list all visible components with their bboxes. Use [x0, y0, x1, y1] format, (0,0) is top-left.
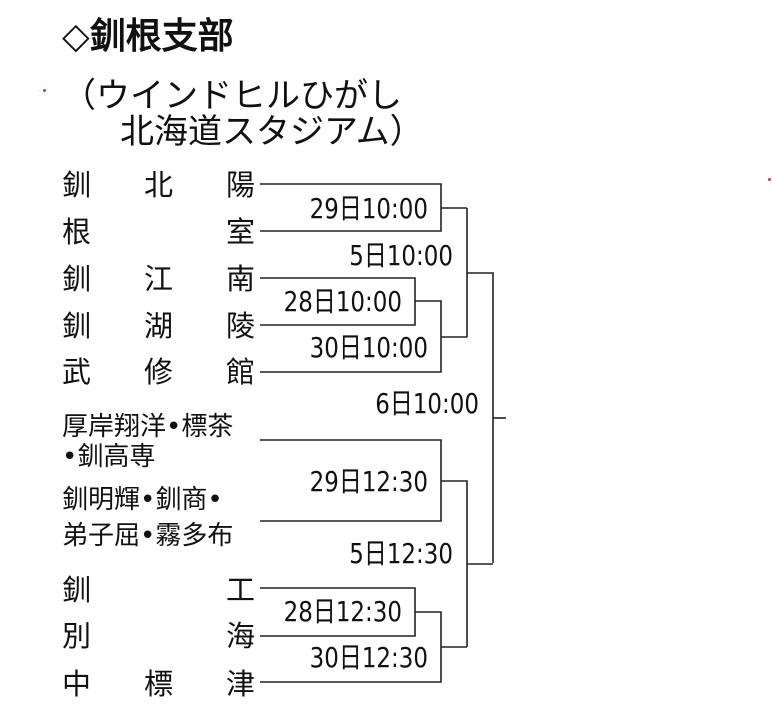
registration-mark [43, 89, 46, 92]
registration-mark [768, 178, 771, 181]
match-time: 28日10:00 [283, 285, 402, 318]
match-time: 28日12:30 [283, 595, 402, 628]
match-time: 30日10:00 [309, 331, 428, 364]
match-time: 29日10:00 [309, 192, 428, 225]
team-name: 釧湖陵 [62, 309, 255, 343]
team-name: 武修館 [62, 355, 255, 389]
venue-line-2: 北海道スタジアム） [120, 112, 424, 152]
bracket-line [441, 480, 468, 647]
team-name: 釧工 [62, 573, 255, 607]
team-name: 釧江南 [62, 262, 255, 296]
team-name: 別海 [62, 619, 255, 653]
team-name-line: •釧高専 [62, 442, 156, 472]
match-time: 6日10:00 [375, 387, 479, 420]
match-time: 5日10:00 [349, 239, 453, 272]
team-name: 釧北陽 [62, 168, 255, 202]
match-time: 29日12:30 [309, 465, 428, 498]
match-time: 5日12:30 [349, 537, 453, 570]
team-name-line: 釧明輝•釧商• [62, 485, 223, 515]
page-title: ◇釧根支部 [62, 16, 234, 57]
team-name-line: 厚岸翔洋•標茶 [62, 412, 234, 442]
venue-line-1: （ウインドヒルひがし [62, 76, 402, 116]
bracket-line [467, 272, 494, 563]
team-name: 中標津 [62, 667, 255, 701]
match-time: 30日12:30 [309, 641, 428, 674]
team-name: 根室 [62, 215, 255, 249]
team-name-line: 弟子屈•霧多布 [62, 521, 234, 551]
